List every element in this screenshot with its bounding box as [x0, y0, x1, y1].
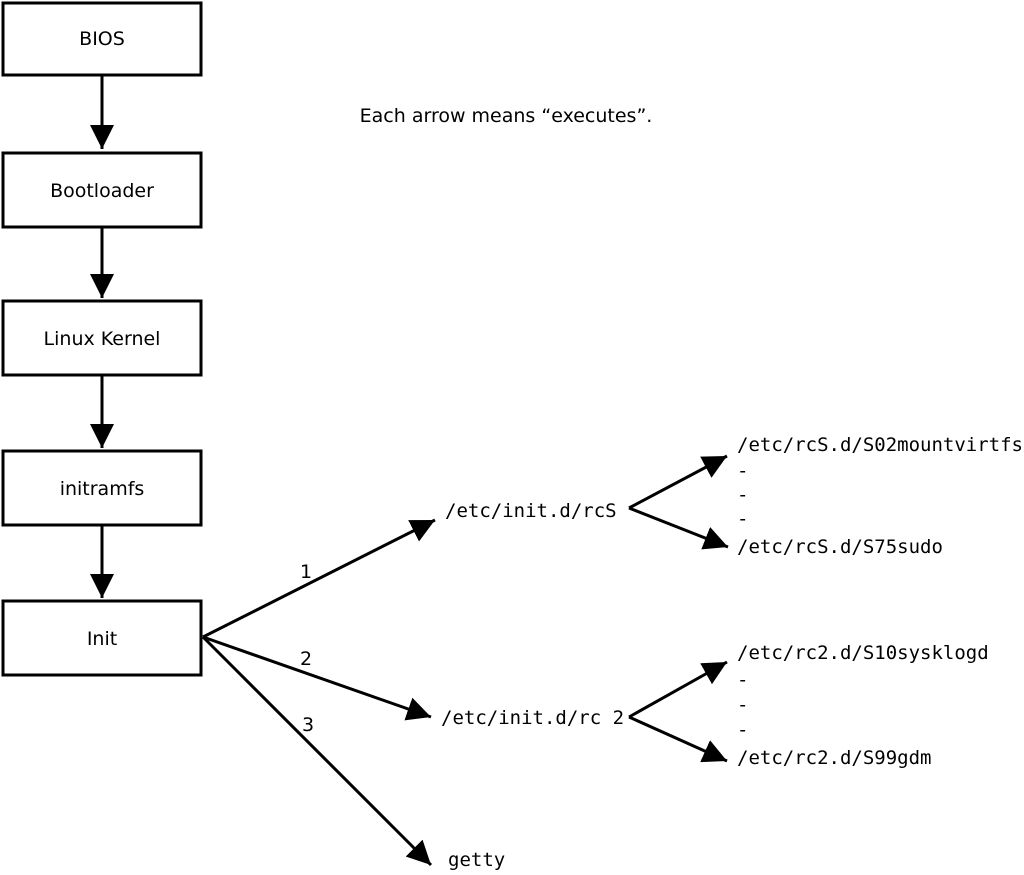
- rc2-script-item: /etc/rc2.d/S99gdm: [737, 747, 931, 769]
- node-label: BIOS: [79, 28, 125, 50]
- rc2-script-item: -: [737, 669, 748, 691]
- rcs-script-item: /etc/rcS.d/S02mountvirtfs: [737, 434, 1023, 456]
- executes-arrow-rcs-s75: [628, 506, 729, 550]
- executes-arrow-init-rcs: [202, 518, 436, 639]
- node-label: Linux Kernel: [44, 328, 161, 350]
- executes-arrow-rcs-s02: [628, 454, 728, 510]
- node-init: Init: [1, 599, 203, 677]
- node-linux-kernel: Linux Kernel: [1, 299, 203, 377]
- rcs-script-item: /etc/rcS.d/S75sudo: [737, 536, 943, 558]
- node-label: Init: [87, 628, 117, 650]
- target-etc-init-d-rc2: /etc/init.d/rc 2: [441, 707, 624, 729]
- rcs-script-item: -: [737, 460, 748, 482]
- node-box: [1, 449, 203, 527]
- rc2-script-item: /etc/rc2.d/S10sysklogd: [737, 642, 989, 664]
- executes-arrow-init-getty: [201, 635, 433, 867]
- node-box: [1, 299, 203, 377]
- caption-text: Each arrow means “executes”.: [360, 105, 653, 127]
- node-box: [1, 599, 203, 677]
- node-label: initramfs: [60, 478, 145, 500]
- arrow-order-label-3: 3: [302, 714, 314, 736]
- node-box: [1, 151, 203, 229]
- target-etc-init-d-rcs: /etc/init.d/rcS: [445, 500, 617, 522]
- target-getty: getty: [448, 849, 505, 871]
- executes-arrow-rc2-s10: [628, 660, 728, 719]
- node-box: [1, 1, 203, 77]
- node-label: Bootloader: [50, 180, 154, 202]
- rc2-script-item: -: [737, 694, 748, 716]
- rcs-script-item: -: [737, 508, 748, 530]
- arrow-order-label-2: 2: [300, 648, 312, 670]
- node-bios: BIOS: [1, 1, 203, 77]
- executes-arrow-rc2-s99: [628, 715, 728, 763]
- node-initramfs: initramfs: [1, 449, 203, 527]
- node-bootloader: Bootloader: [1, 151, 203, 229]
- executes-arrow-init-rc2: [202, 635, 432, 721]
- arrow-order-label-1: 1: [300, 561, 312, 583]
- rcs-script-item: -: [737, 484, 748, 506]
- rc2-script-item: -: [737, 719, 748, 741]
